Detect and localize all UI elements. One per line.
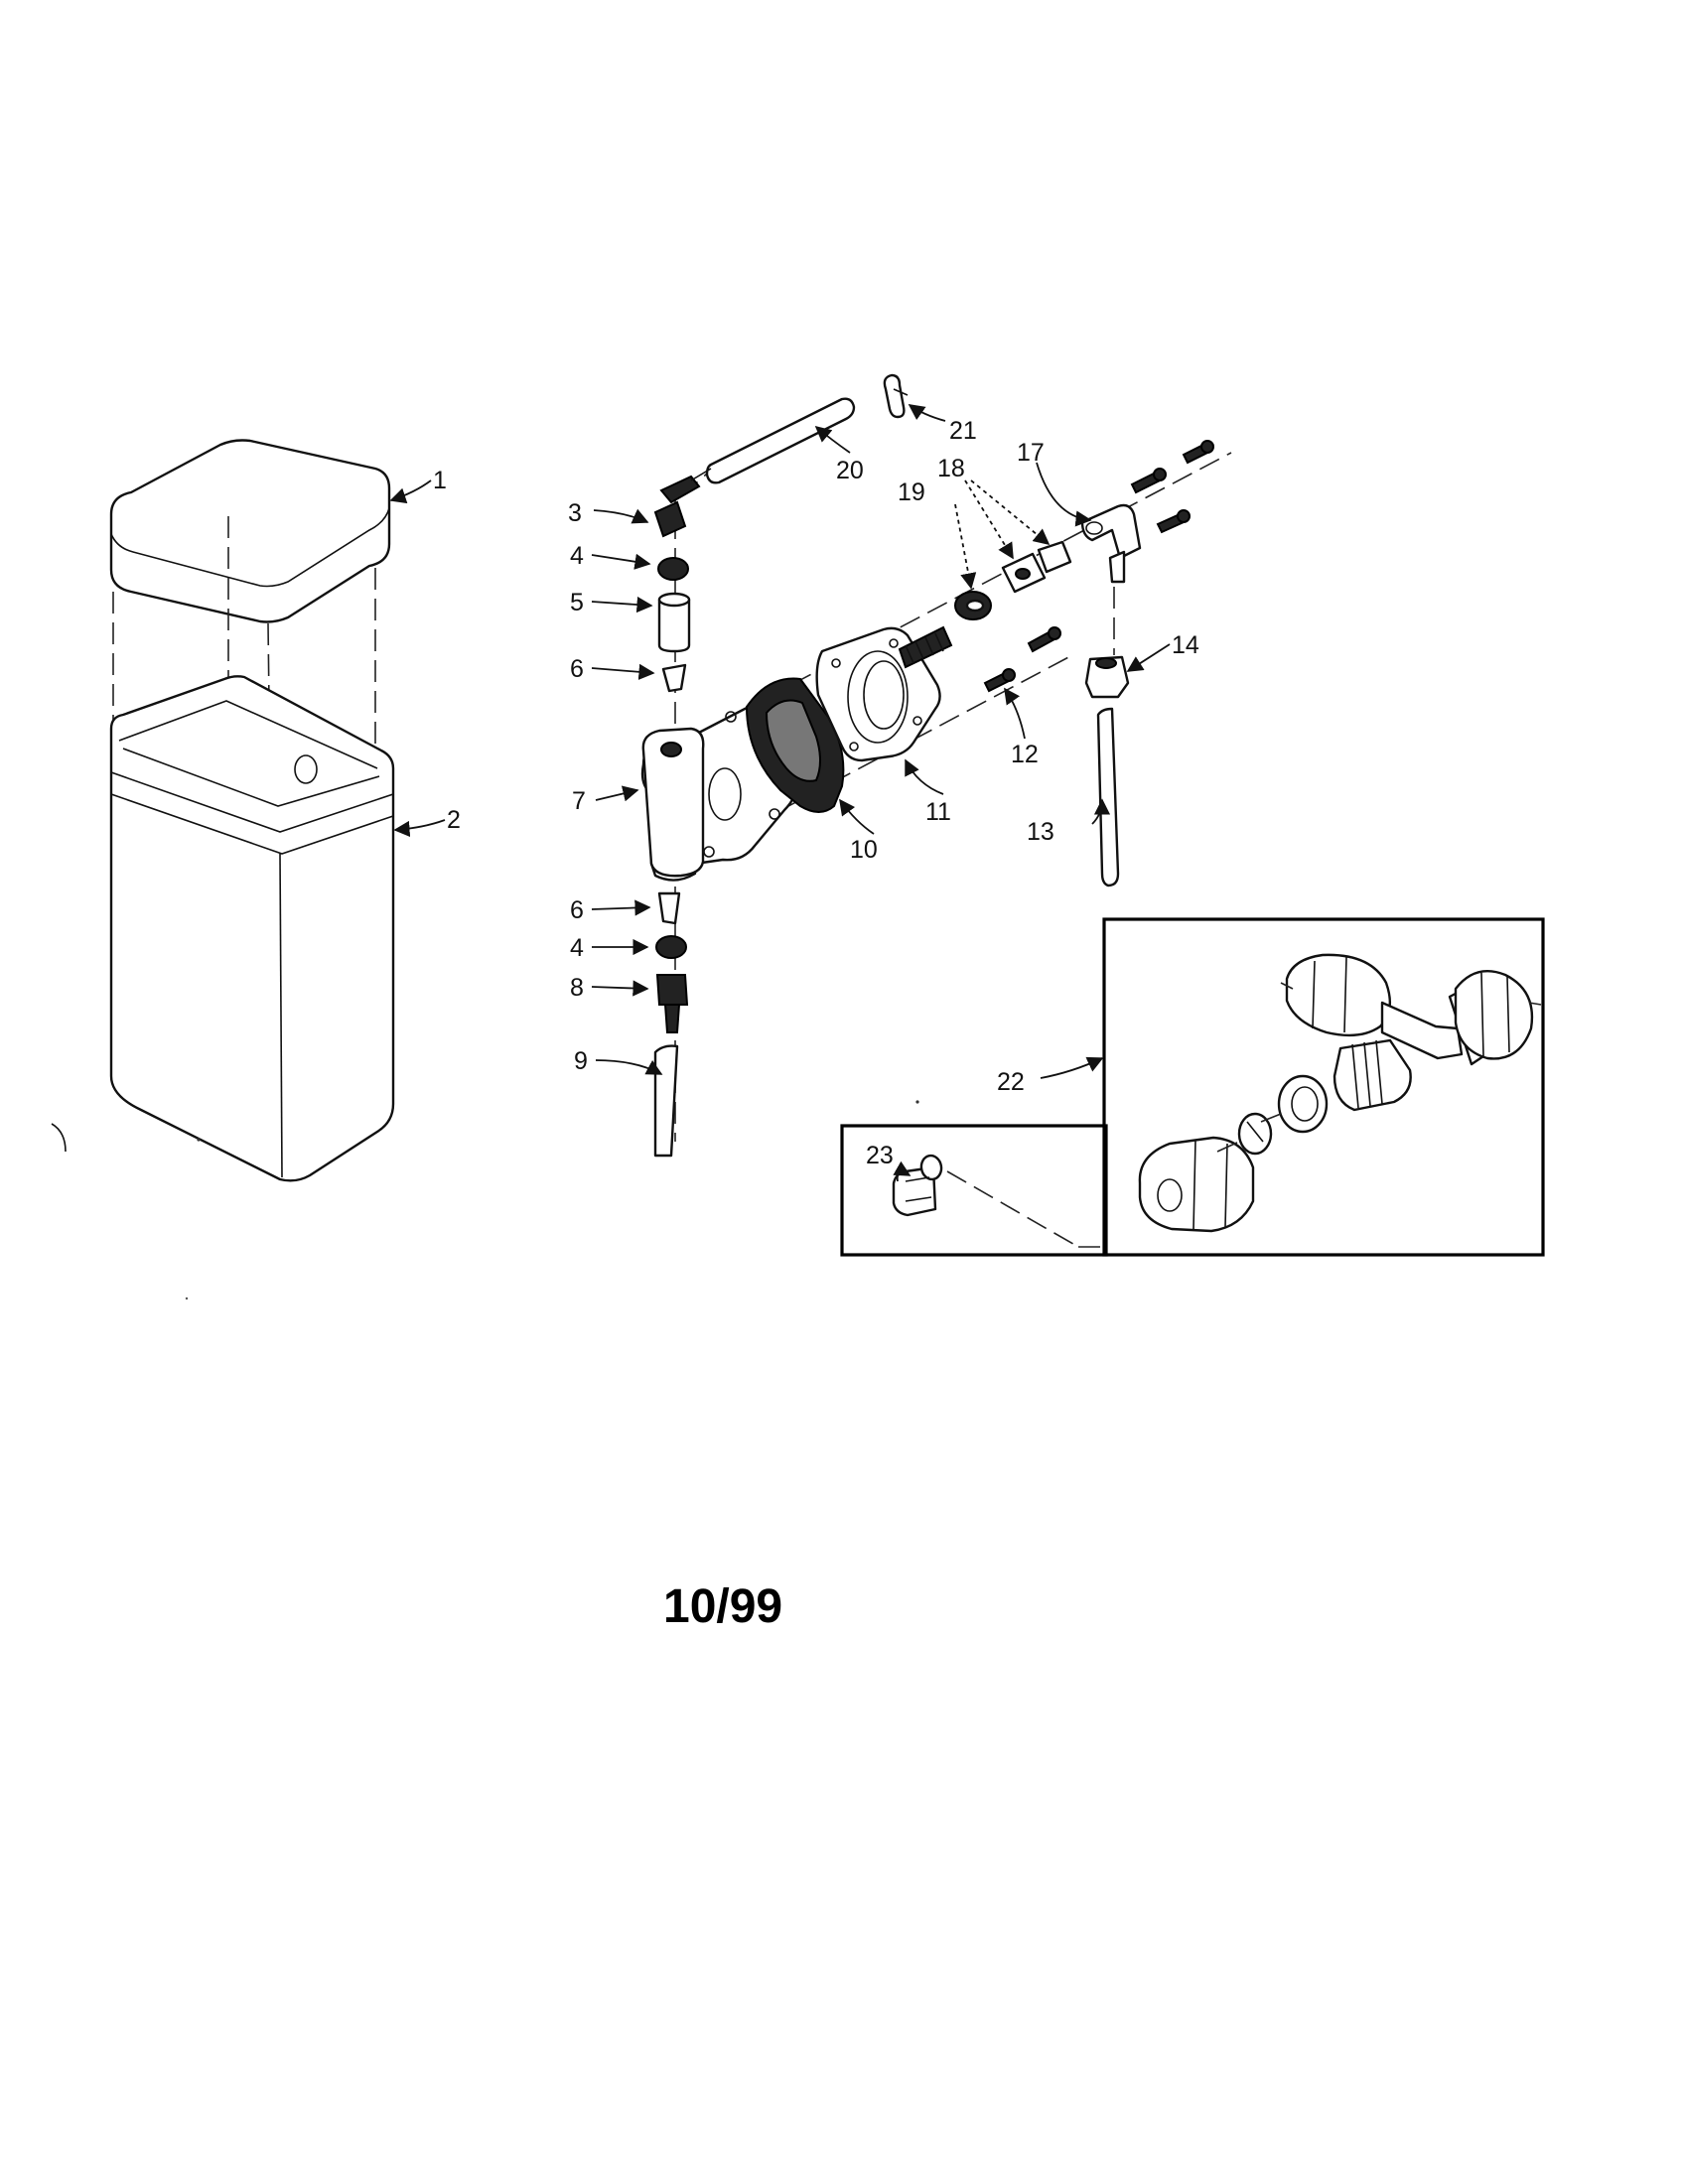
date-code: 10/99: [663, 1580, 782, 1633]
adapter-nut: [1001, 540, 1072, 594]
callout-18: 18: [937, 455, 965, 482]
mounting-screws: [983, 440, 1214, 693]
callout-23: 23: [866, 1142, 894, 1169]
salt-tank-lid: [109, 439, 391, 623]
sleeve: [657, 592, 691, 653]
tube-clip: [883, 373, 909, 419]
callout-10: 10: [850, 836, 878, 864]
check-valve-upper: [661, 663, 687, 693]
callout-6-upper: 6: [570, 655, 584, 683]
callout-22: 22: [997, 1068, 1025, 1096]
callout-12: 12: [1011, 741, 1039, 768]
seal-gasket: [745, 677, 845, 813]
callout-2: 2: [447, 806, 461, 834]
callout-11: 11: [925, 798, 951, 826]
callout-4-lower: 4: [570, 934, 584, 962]
callout-1: 1: [433, 467, 447, 494]
callout-6-lower: 6: [570, 896, 584, 924]
leader-lines: [389, 404, 1171, 1182]
callout-17: 17: [1017, 439, 1045, 467]
callout-7: 7: [572, 787, 586, 815]
check-valve-lower: [657, 891, 681, 925]
callout-19: 19: [898, 478, 925, 506]
detail-box-23: [840, 1124, 1108, 1257]
elbow-fitting: [653, 468, 712, 538]
compression-nut: [1084, 655, 1130, 699]
o-ring-lower: [655, 935, 687, 959]
threaded-stem: [898, 625, 953, 669]
callout-8: 8: [570, 974, 584, 1002]
callout-5: 5: [570, 589, 584, 616]
callout-4-upper: 4: [570, 542, 584, 570]
callout-21: 21: [949, 417, 977, 445]
drain-tube: [1096, 707, 1120, 887]
salt-tank: [109, 675, 395, 1182]
callout-20: 20: [836, 457, 864, 484]
outlet-elbow: [1080, 503, 1142, 584]
scan-specks: [51, 1100, 919, 1300]
detail-box-22: [1102, 917, 1545, 1257]
callout-13: 13: [1027, 818, 1054, 846]
brine-tube: [705, 397, 856, 484]
callout-labels: 1 2 3 4 5 6 7 6 4 8 9 10 11 12 13 14 17 …: [433, 417, 1199, 1169]
o-ring-upper: [657, 557, 689, 581]
barbed-fitting: [655, 974, 689, 1033]
callout-9: 9: [574, 1047, 588, 1075]
callout-3: 3: [568, 499, 582, 527]
washer: [954, 591, 992, 620]
inlet-tube: [653, 1044, 679, 1158]
callout-14: 14: [1172, 631, 1199, 659]
